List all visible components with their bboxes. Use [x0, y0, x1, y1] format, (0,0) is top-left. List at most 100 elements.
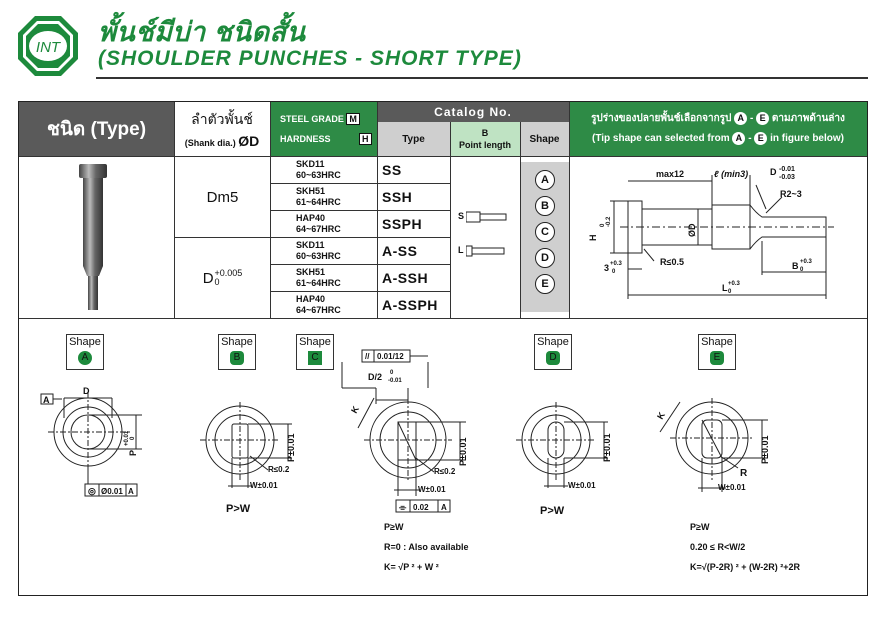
dim-l-tol-top: +0.3 [728, 281, 741, 287]
tip-note-thai: รูปร่างของปลายพั้นช์เลือกจากรูป A - E ตา… [591, 112, 845, 125]
shape-e-drawing: K P±0.01 R W±0.01 [655, 398, 770, 492]
type-header: ชนิด (Type) [19, 102, 174, 156]
shape-a-drawing: A D P +0.01 0 ◎ Ø0.01 A [40, 386, 142, 497]
c-symmetry-datum: A [441, 503, 447, 512]
shank-dm5: Dm5 [206, 188, 239, 206]
dim-od: ØD [687, 223, 697, 237]
row-divider [270, 210, 450, 211]
dim-b-tol-bottom: 0 [800, 267, 804, 273]
type-code-a-ssph: A-SSPH [382, 297, 438, 313]
dim-l: L [722, 283, 728, 293]
shape-letter-a: A [535, 170, 555, 190]
point-length-s-label: S [458, 211, 465, 221]
page-title-english: (SHOULDER PUNCHES - SHORT TYPE) [98, 47, 522, 70]
row-divider [19, 156, 867, 157]
dim-l-tol-bottom: 0 [728, 289, 732, 295]
shape-letter-d: D [535, 248, 555, 268]
tip-note-english: (Tip shape can selected from A - E in fi… [592, 132, 844, 145]
tip-note-header: รูปร่างของปลายพั้นช์เลือกจากรูป A - E ตา… [569, 102, 867, 156]
dim-b-tol-top: +0.3 [800, 259, 813, 265]
long-point-icon [466, 245, 505, 257]
d-p-label: P±0.01 [602, 434, 612, 462]
a-concentricity-symbol: ◎ [88, 486, 96, 496]
dim-three-tol-bottom: 0 [612, 269, 616, 275]
e-condition-2: 0.20 ≤ R<W/2 [690, 542, 746, 552]
b-condition: P>W [226, 503, 251, 515]
shank-header-english: (Shank dia.) ØD [184, 133, 260, 149]
spec-frame [18, 101, 868, 596]
d-w-label: W±0.01 [568, 481, 596, 490]
shape-letter-e: E [535, 274, 555, 294]
c-d2-label: D/2 [368, 372, 382, 382]
col-type-header: Type [377, 122, 450, 156]
c-symmetry-symbol: ⌯ [399, 502, 407, 512]
a-d-label: D [83, 386, 90, 396]
shank-d-tol: D +0.005 0 [202, 268, 243, 287]
c-r-label: R≤0.2 [434, 467, 456, 476]
title-underline [96, 77, 868, 79]
shape-b-drawing: P±0.01 R≤0.2 W±0.01 [200, 402, 296, 490]
point-length-l-label: L [458, 245, 464, 255]
type-code-a-ss: A-SS [382, 243, 418, 259]
b-r-label: R≤0.2 [268, 465, 290, 474]
shank-header-thai: ลำตัวพั้นช์ [191, 111, 253, 127]
punch-dimension-drawing: max12 ℓ (min3) D -0.01 -0.03 R2~3 H 0 -0… [588, 166, 834, 299]
type-code-ss: SS [382, 162, 402, 178]
col-divider [450, 122, 451, 318]
a-p-tol-top: +0.01 [124, 430, 130, 446]
c-p-label: P±0.01 [458, 438, 468, 466]
c-formula: K= √P ² + W ² [384, 562, 439, 572]
type-code-ssph: SSPH [382, 216, 423, 232]
b-w-label: W±0.01 [250, 481, 278, 490]
catalog-header: Catalog No. [377, 102, 569, 122]
c-parallel-value: 0.01/12 [377, 352, 404, 361]
c-condition-1: P≥W [384, 522, 404, 532]
dim-h: H [588, 235, 598, 242]
dim-r2-3: R2~3 [780, 189, 802, 199]
shape-c-drawing: // 0.01/12 D/2 0 -0.01 K P±0.01 R≤0.2 W±… [341, 349, 468, 513]
e-condition-1: P≥W [690, 522, 710, 532]
c-d2-tol-top: 0 [390, 370, 394, 376]
type-code-a-ssh: A-SSH [382, 270, 429, 286]
hardness-label: HARDNESS H [280, 129, 372, 149]
type-code-ssh: SSH [382, 189, 413, 205]
dim-three-tol-top: +0.3 [610, 261, 623, 267]
dim-three: 3 [604, 263, 609, 273]
dim-d-tol-bottom: -0.03 [779, 174, 795, 181]
shape-letter-c: C [535, 222, 555, 242]
dim-d-tol: D [770, 167, 777, 177]
c-w-label: W±0.01 [418, 485, 446, 494]
row-divider [270, 183, 450, 184]
col-divider [174, 102, 175, 318]
dim-h-tol-bottom: -0.2 [606, 216, 612, 227]
a-concentricity-value: Ø0.01 [101, 487, 123, 496]
c-symmetry-value: 0.02 [413, 503, 429, 512]
c-condition-2: R=0 : Also available [384, 542, 469, 552]
col-shape-header: Shape [520, 122, 569, 156]
d-condition: P>W [540, 505, 565, 517]
int-logo: INT [18, 16, 78, 76]
col-divider [520, 122, 521, 318]
table-bottom-line [19, 318, 867, 319]
row-divider [270, 291, 450, 292]
a-datum: A [43, 395, 50, 405]
e-k-label: K [655, 410, 667, 421]
shape-letter-b: B [535, 196, 555, 216]
shape-d-drawing: P±0.01 W±0.01 [516, 402, 612, 490]
grade-hardness-header: STEEL GRADE M HARDNESS H [271, 102, 377, 156]
e-p-label: P±0.01 [760, 436, 770, 464]
col-point-length-header: B Point length [450, 122, 520, 156]
a-p-label: P [128, 450, 138, 456]
page-title-thai: พั้นช์มีบ่า ชนิดสั้น [98, 17, 306, 47]
e-w-label: W±0.01 [718, 483, 746, 492]
e-r-label: R [740, 468, 748, 479]
